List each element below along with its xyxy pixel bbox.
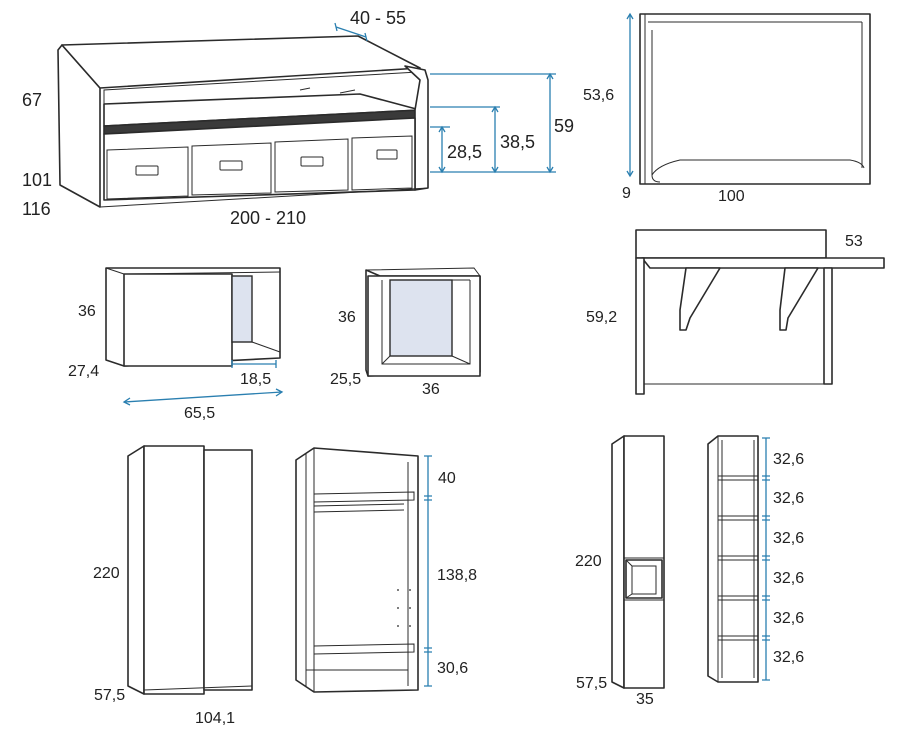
column-depth-label: 57,5: [576, 675, 607, 692]
wardrobe-interior-dimension-lines: [424, 455, 432, 687]
bed-depth-2-label: 116: [22, 199, 51, 219]
fold-desk-width-label: 100: [718, 188, 745, 205]
wardrobe-closed-drawing: [127, 445, 253, 695]
fold-desk-height-label: 53,6: [583, 87, 614, 104]
wall-unit-depth-label: 27,4: [68, 363, 99, 380]
open-desk-depth-label: 53: [845, 233, 863, 250]
bed-seat-height-label: 28,5: [447, 142, 482, 162]
shelf-spacing-label-5: 32,6: [773, 610, 804, 627]
tall-column-drawing: [611, 435, 665, 689]
wardrobe-interior-drawing: [295, 447, 419, 693]
shelf-spacing-label-6: 32,6: [773, 649, 804, 666]
fold-desk-open-drawing: [635, 229, 885, 395]
wardrobe-height-label: 220: [93, 565, 120, 582]
bed-arm-height-label: 59: [554, 116, 574, 136]
bed-mattress-height-label: 38,5: [500, 132, 535, 152]
shelf-spacing-label-2: 32,6: [773, 490, 804, 507]
bed-depth-1-label: 101: [22, 170, 52, 190]
bed-back-height-label: 67: [22, 90, 42, 110]
bed-length-label: 200 - 210: [230, 208, 306, 228]
cube-height-label: 36: [338, 309, 356, 326]
wardrobe-top-section-label: 40: [438, 470, 456, 487]
wardrobe-bottom-section-label: 30,6: [437, 660, 468, 677]
open-desk-height-label: 59,2: [586, 309, 617, 326]
shelf-unit-dimension-lines: [762, 437, 770, 681]
open-shelf-unit-drawing: [707, 435, 759, 683]
wall-unit-height-label: 36: [78, 303, 96, 320]
wardrobe-depth-label: 57,5: [94, 687, 125, 704]
fold-desk-depth-label: 9: [622, 185, 631, 202]
wardrobe-middle-section-label: 138,8: [437, 567, 477, 584]
wardrobe-width-label: 104,1: [195, 710, 235, 727]
wall-unit-niche-label: 18,5: [240, 371, 271, 388]
cube-width-label: 36: [422, 381, 440, 398]
shelf-spacing-label-3: 32,6: [773, 530, 804, 547]
cube-shelf-drawing: [365, 267, 481, 377]
column-width-label: 35: [636, 691, 654, 708]
shelf-spacing-label-1: 32,6: [773, 451, 804, 468]
wall-unit-width-label: 65,5: [184, 405, 215, 422]
shelf-spacing-label-4: 32,6: [773, 570, 804, 587]
fold-desk-closed-drawing: [626, 12, 871, 185]
bed-drawer-depth-label: 40 - 55: [350, 8, 406, 28]
column-height-label: 220: [575, 553, 602, 570]
daybed-drawing: [57, 35, 429, 208]
wall-unit-drawing: [105, 267, 281, 367]
cube-depth-label: 25,5: [330, 371, 361, 388]
bed-dimension-lines: [334, 22, 556, 174]
wall-unit-dimension-lines: [122, 360, 284, 406]
